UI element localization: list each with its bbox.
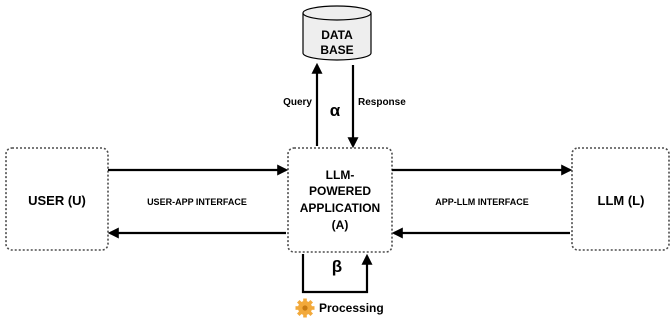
response-label: Response (358, 97, 406, 108)
gear-icon (295, 298, 315, 318)
database-label-line2: BASE (320, 43, 353, 57)
llm-node: LLM (L) (571, 147, 670, 251)
beta-label: β (332, 257, 342, 276)
query-label: Query (283, 97, 312, 108)
processing-label: Processing (319, 301, 384, 315)
llm-label: LLM (L) (598, 193, 645, 208)
app-node: LLM- POWERED APPLICATION (A) (287, 147, 393, 253)
user-box (5, 147, 109, 251)
alpha-label: α (330, 101, 341, 120)
app-llm-interface-label: APP-LLM INTERFACE (435, 197, 529, 207)
user-node: USER (U) (5, 147, 109, 251)
user-label: USER (U) (28, 193, 86, 208)
database-node: DATA BASE (302, 5, 372, 61)
app-box (287, 147, 393, 253)
app-label-line1: LLM- (326, 168, 355, 182)
database-top (302, 5, 372, 21)
database-label-line1: DATA (321, 28, 353, 42)
app-label-line4: (A) (332, 218, 349, 232)
app-label-line2: POWERED (309, 184, 371, 198)
database-cylinder (302, 13, 372, 61)
app-label-line3: APPLICATION (300, 201, 380, 215)
llm-box (571, 147, 670, 251)
user-app-interface-label: USER-APP INTERFACE (147, 197, 247, 207)
processing-loop-arrow (301, 253, 373, 294)
